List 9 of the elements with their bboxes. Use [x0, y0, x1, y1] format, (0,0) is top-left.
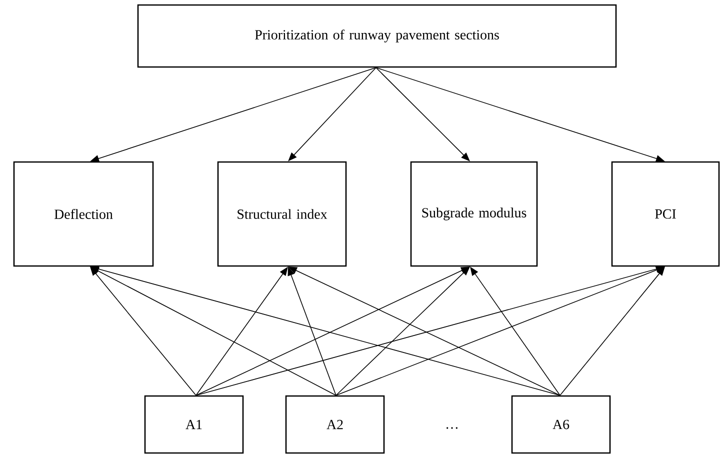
- alternative-box: A6: [511, 395, 611, 454]
- ellipsis-label: …: [446, 427, 458, 429]
- criterion-box: Subgrade modulus: [410, 161, 538, 267]
- alternative-box: A1: [144, 395, 244, 454]
- criterion-box: PCI: [611, 161, 720, 267]
- goal-box: Prioritization of runway pavement sections: [137, 4, 617, 68]
- alternative-box: A2: [285, 395, 385, 454]
- criterion-box: Structural index: [217, 161, 347, 267]
- criterion-box: Deflection: [13, 161, 154, 267]
